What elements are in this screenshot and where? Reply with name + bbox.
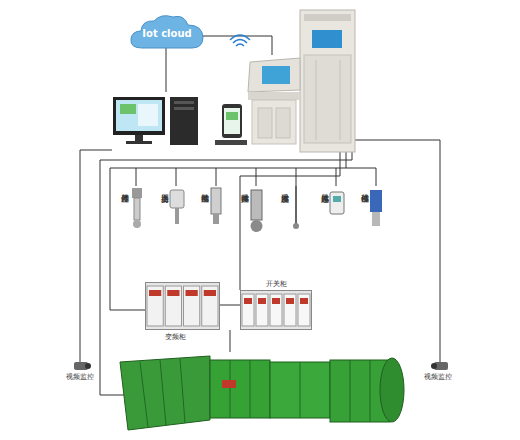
shape-part bbox=[298, 294, 310, 326]
shape-part bbox=[270, 294, 282, 326]
camera-label: 视频监控 bbox=[424, 372, 452, 382]
shape-part bbox=[165, 286, 181, 326]
shape-part bbox=[204, 290, 216, 296]
shape-part bbox=[202, 286, 218, 326]
shape-part bbox=[167, 290, 179, 296]
fan-illustration bbox=[120, 356, 404, 430]
sensor-node: 振动传感器 bbox=[197, 186, 211, 238]
sensor-icons bbox=[132, 186, 382, 232]
shape-part bbox=[149, 290, 161, 296]
shape-part bbox=[286, 298, 294, 304]
cabinet-drawing bbox=[145, 282, 220, 330]
wires bbox=[80, 36, 440, 395]
sensor-node: 压力变送器 bbox=[157, 186, 171, 238]
camera-node: 视频监控 bbox=[420, 372, 460, 384]
cabinet-box: 开关柜 bbox=[240, 290, 312, 330]
shape-part bbox=[241, 291, 312, 330]
shape-part bbox=[244, 298, 252, 304]
shape-part bbox=[147, 286, 163, 326]
cloud-node: Iot cloud bbox=[128, 12, 206, 50]
shape-part bbox=[186, 290, 198, 296]
cabinet-drawing bbox=[240, 290, 312, 330]
cabinet-label: 变频柜 bbox=[165, 332, 186, 342]
cloud-label: Iot cloud bbox=[128, 28, 206, 39]
sensor-node: 位移传感器 bbox=[357, 186, 371, 238]
shape-part bbox=[242, 294, 254, 326]
sensor-node: 开停传感器 bbox=[117, 186, 131, 238]
camera-label: 视频监控 bbox=[66, 372, 94, 382]
camera-node: 视频监控 bbox=[62, 372, 102, 384]
cabinet-label: 开关柜 bbox=[266, 279, 287, 289]
wifi-symbol bbox=[230, 35, 250, 46]
shape-part bbox=[146, 283, 220, 330]
sensor-node: 噪声传感器 bbox=[237, 186, 251, 238]
shape-part bbox=[300, 298, 308, 304]
shape-part bbox=[256, 294, 268, 326]
sensor-node: 风速传感器 bbox=[317, 186, 331, 238]
shape-part bbox=[284, 294, 296, 326]
cabinet-box: 变频柜 bbox=[145, 282, 220, 330]
shape-part bbox=[272, 298, 280, 304]
control-console bbox=[248, 10, 355, 152]
shape-part bbox=[258, 298, 266, 304]
computer-illustration bbox=[113, 97, 247, 145]
sensor-node: 温度传感器 bbox=[277, 186, 291, 238]
camera-icons bbox=[74, 362, 448, 370]
shape-part bbox=[184, 286, 200, 326]
